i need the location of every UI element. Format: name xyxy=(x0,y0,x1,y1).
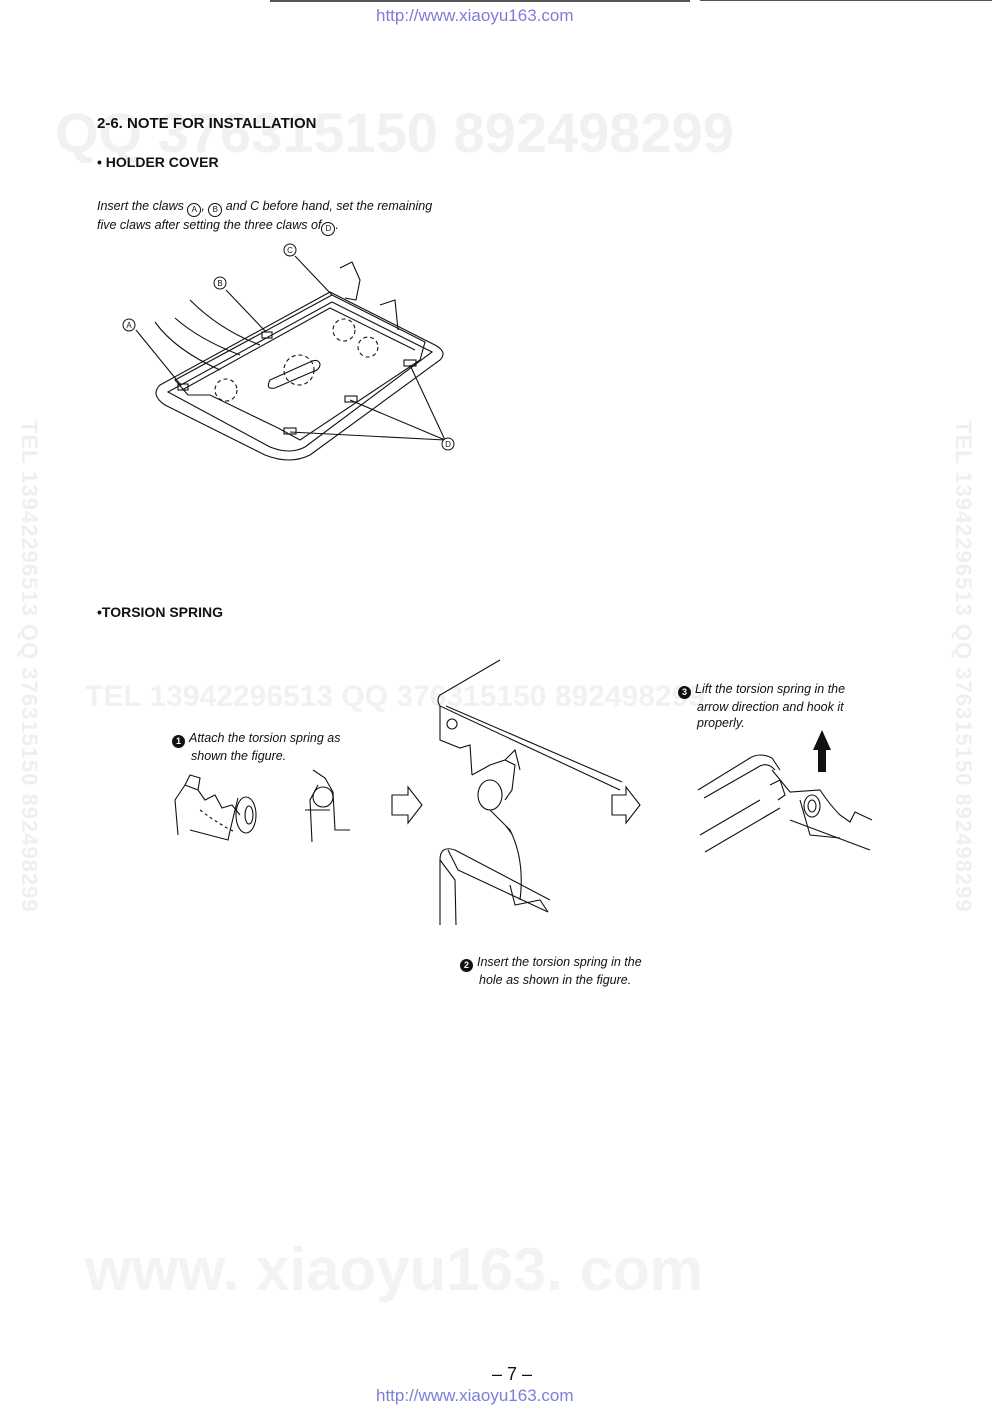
arrow-right-icon-2 xyxy=(611,785,641,825)
claw-label-d: D xyxy=(321,222,336,236)
torsion-spring-heading: •TORSION SPRING xyxy=(97,604,223,620)
instruction-part2: and C before hand, set the remaining xyxy=(225,199,433,213)
step3-line3: properly. xyxy=(697,716,745,730)
step3-text: 3 Lift the torsion spring in the arrow di… xyxy=(678,681,845,731)
step3-line2: arrow direction and hook it xyxy=(697,700,844,714)
watermark-mid: TEL 13942296513 QQ 376315150 892498299 xyxy=(85,680,705,713)
watermark-left-vertical: TEL 13942296513 QQ 376315150 892498299 xyxy=(17,420,42,913)
step1-line2: shown the figure. xyxy=(191,749,287,763)
page-number: – 7 – xyxy=(492,1364,533,1384)
holder-cover-heading: • HOLDER COVER xyxy=(97,154,219,170)
label-b: B xyxy=(217,279,222,288)
label-a: A xyxy=(126,321,132,330)
instruction-line2b: . xyxy=(335,218,339,232)
instruction-line2a: five claws after setting the three claws… xyxy=(97,218,322,232)
watermark-top: QQ 376315150 892498299 xyxy=(55,101,734,164)
step3-number: 3 xyxy=(678,686,691,699)
step2-line2: hole as shown in the figure. xyxy=(479,973,632,987)
step3-line1: Lift the torsion spring in the xyxy=(695,682,846,696)
spring-part-icon xyxy=(174,784,241,836)
arrow-right-icon-1 xyxy=(391,785,423,825)
top-rule-right xyxy=(700,0,992,1)
step2-number: 2 xyxy=(460,959,473,972)
step2-line1: Insert the torsion spring in the xyxy=(477,955,642,969)
watermark-right-vertical: TEL 13942296513 QQ 376315150 892498299 xyxy=(951,420,976,913)
step2-text: 2 Insert the torsion spring in the hole a… xyxy=(460,954,642,988)
label-c: C xyxy=(287,246,293,255)
top-rule xyxy=(270,0,690,2)
step1-line1: Attach the torsion spring as xyxy=(189,731,341,745)
instruction-part1: Insert the claws xyxy=(97,199,184,213)
arrow-up-icon xyxy=(813,730,831,772)
footer-url[interactable]: http://www.xiaoyu163.com xyxy=(376,1386,574,1405)
spring-hooked-icon xyxy=(697,754,781,791)
label-d: D xyxy=(445,440,451,449)
section-title: 2-6. NOTE FOR INSTALLATION xyxy=(97,115,317,132)
step1-text: 1 Attach the torsion spring as shown the … xyxy=(172,730,340,764)
holder-cover-instruction: Insert the claws A, B and C before hand,… xyxy=(97,198,477,236)
step1-number: 1 xyxy=(172,735,185,748)
header-url[interactable]: http://www.xiaoyu163.com xyxy=(376,6,574,25)
watermark-bottom: www. xiaoyu163. com xyxy=(85,1236,704,1303)
